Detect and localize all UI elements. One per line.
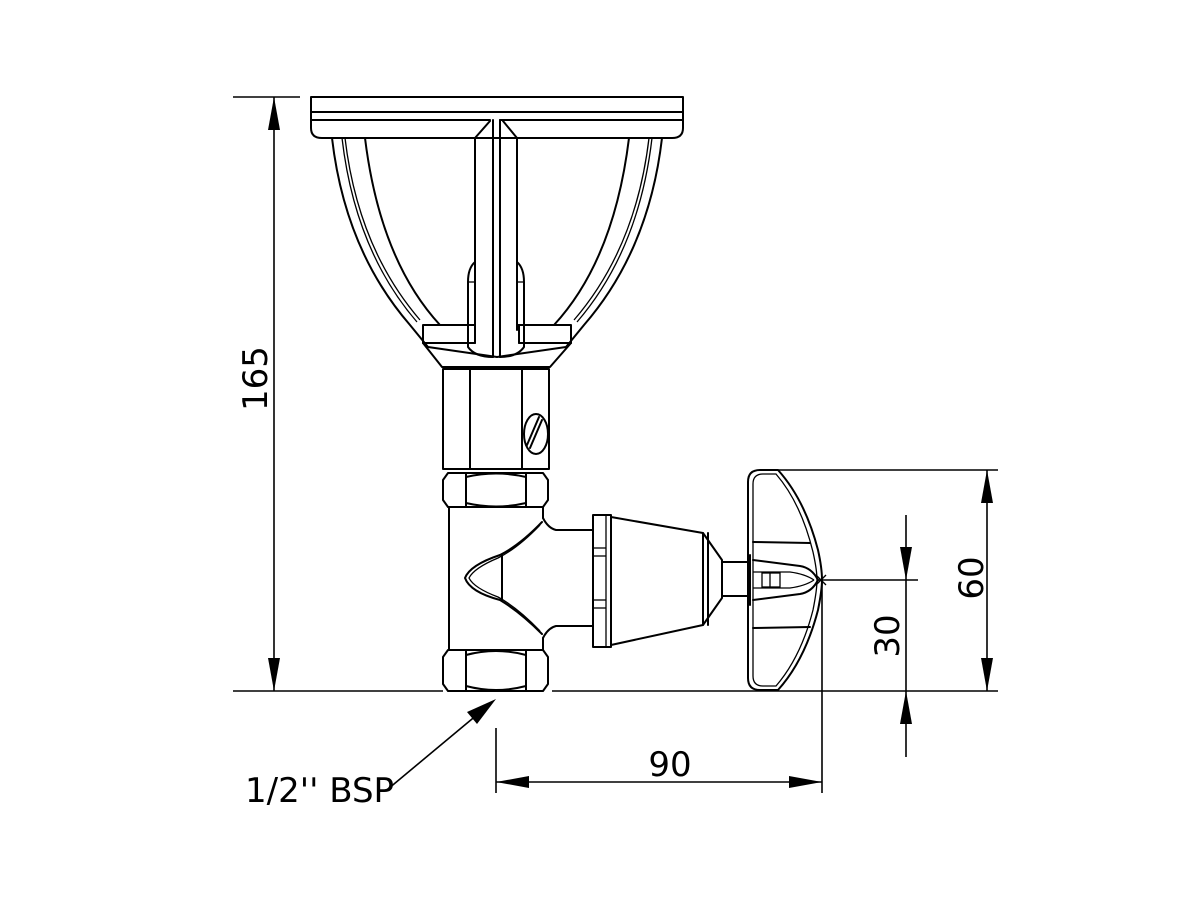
lower-hex-nut	[442, 649, 549, 692]
dimension-label-90: 90	[648, 745, 692, 785]
upper-hex-body	[442, 368, 550, 470]
dimension-30-handle-center	[815, 515, 918, 757]
upper-hex-nut	[442, 472, 549, 508]
thread-callout-label: 1/2'' BSP	[245, 771, 395, 811]
dimension-label-60: 60	[952, 556, 992, 600]
thread-callout-leader	[387, 699, 496, 790]
grub-screw-icon	[523, 413, 549, 455]
dimension-90-projection	[495, 580, 823, 793]
bonnet-assembly	[592, 514, 751, 648]
dimension-60-handle-height	[552, 469, 998, 692]
center-mark-icon	[815, 574, 827, 586]
dimension-165-overall-height	[233, 96, 443, 692]
tee-body	[448, 506, 594, 651]
dimension-label-30: 30	[868, 614, 908, 658]
butterfly-handle	[747, 469, 823, 691]
flange-cover	[310, 96, 684, 368]
dimension-label-165: 165	[236, 346, 276, 411]
